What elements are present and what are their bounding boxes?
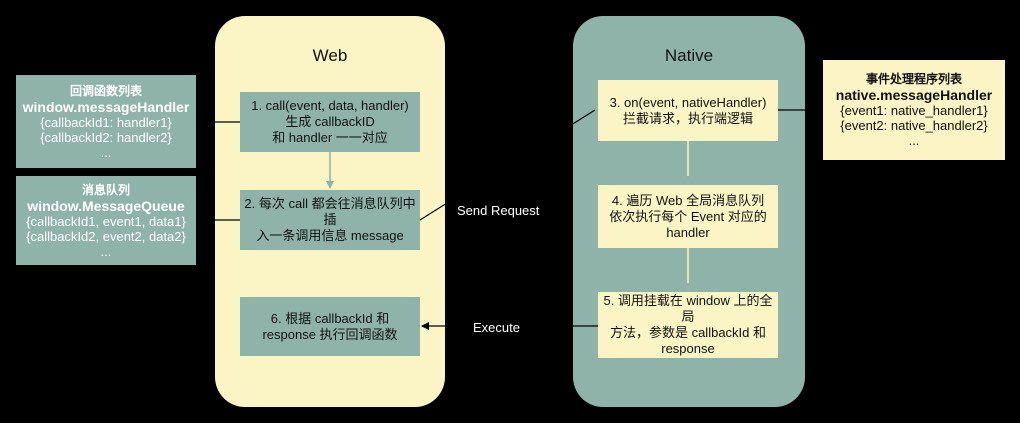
message-queue-name: window.MessageQueue <box>27 197 185 214</box>
callback-list-line: {callbackId2: handler2} <box>40 129 172 145</box>
native-lane-title: Native <box>664 46 714 65</box>
execute-label: Execute <box>471 320 522 335</box>
message-queue-line: {callbackId1, event1, data1} <box>26 213 186 229</box>
native-step-5: 5. 调用挂载在 window 上的全局 方法，参数是 callbackId 和… <box>598 292 778 358</box>
callback-list-line: ... <box>100 144 112 160</box>
native-handler-list-box: 事件处理程序列表 native.messageHandler {event1: … <box>823 60 1005 160</box>
native-handler-list-title: 事件处理程序列表 <box>865 72 962 86</box>
native-handler-list-name: native.messageHandler <box>835 87 993 103</box>
send-request-label: Send Request <box>455 203 542 218</box>
message-queue-line: {callbackId2, event2, data2} <box>26 228 186 244</box>
message-queue-box: 消息队列 window.MessageQueue {callbackId1, e… <box>16 176 196 265</box>
web-lane-title: Web <box>312 46 348 65</box>
native-step-3: 3. on(event, nativeHandler) 拦截请求，执行端逻辑 <box>598 80 778 141</box>
callback-list-title: 回调函数列表 <box>69 83 142 98</box>
web-step-2: 2. 每次 call 都会往消息队列中插 入一条调用信息 message <box>240 190 420 250</box>
message-queue-line: ... <box>100 243 112 259</box>
callback-list-line: {callbackId1: handler1} <box>40 114 172 130</box>
message-queue-title: 消息队列 <box>81 182 130 197</box>
web-step-1: 1. call(event, data, handler) 生成 callbac… <box>240 92 420 152</box>
callback-list-box: 回调函数列表 window.messageHandler {callbackId… <box>16 75 196 168</box>
native-handler-list-line: {event1: native_handler1} <box>840 103 988 118</box>
native-handler-list-line: ... <box>908 133 920 148</box>
web-step-6: 6. 根据 callbackId 和 response 执行回调函数 <box>240 297 420 356</box>
arrow-send-request <box>419 109 596 221</box>
native-step-4: 4. 遍历 Web 全局消息队列 依次执行每个 Event 对应的 handle… <box>598 185 778 248</box>
native-handler-list-line: {event2: native_handler2} <box>840 118 988 133</box>
callback-list-name: window.messageHandler <box>22 98 190 115</box>
